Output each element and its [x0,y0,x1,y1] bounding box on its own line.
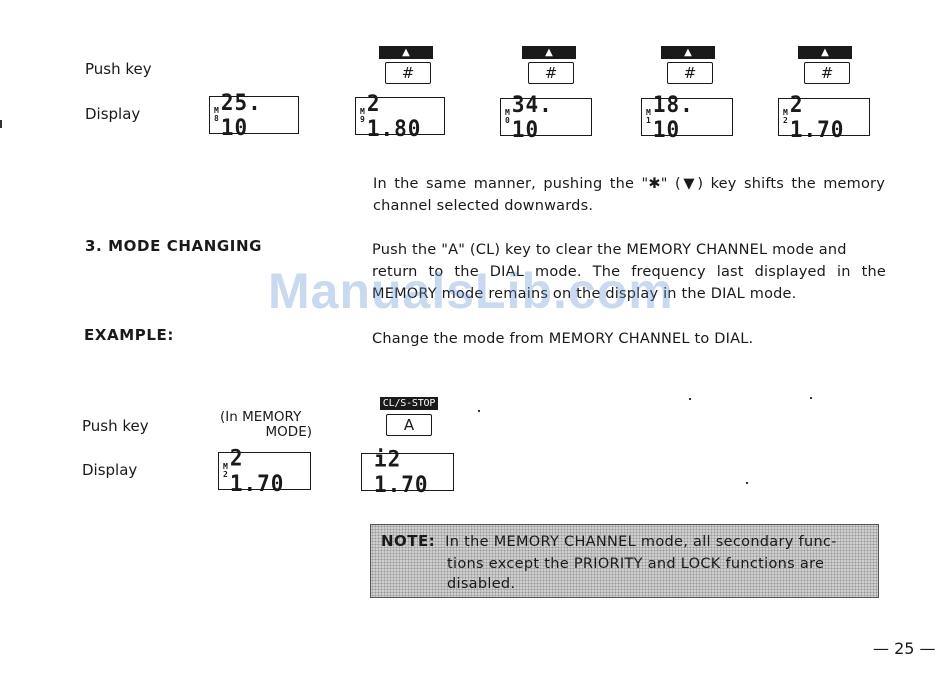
frequency-readout: i2 1.70 [374,446,429,498]
mode-note-line: MODE) [265,424,312,440]
channel-tag-top: M [214,106,219,115]
channel-tag-bottom: 2 [783,116,788,125]
mode-note: (In MEMORY MODE) [220,410,312,440]
paragraph-line: Push the "A" (CL) key to clear the MEMOR… [372,242,847,258]
hash-key: # [385,62,431,84]
channel-tag-top: M [505,108,510,117]
display-label: Display [82,461,138,479]
paragraph-line: MEMORY mode remains on the display in th… [372,286,797,302]
frequency-readout: 34. 10 [511,91,553,143]
scan-speck [746,482,748,484]
scan-speck [689,398,691,400]
channel-tag-bottom: 1 [646,116,651,125]
up-arrow-icon: ▲ [798,46,852,59]
scan-speck [810,397,812,399]
page-number: — 25 — [873,639,936,658]
cl-stop-tab: CL/S-STOP [380,397,438,410]
frequency-readout: 2 1.80 [366,90,422,142]
note-box: NOTE: In the MEMORY CHANNEL mode, all se… [370,524,879,598]
mode-changing-paragraph: Push the "A" (CL) key to clear the MEMOR… [372,239,886,305]
channel-tag-top: M [783,108,788,117]
channel-tag-top: M [223,462,228,471]
hash-key: # [804,62,850,84]
note-line: In the MEMORY CHANNEL mode, all secondar… [445,534,837,550]
frequency-readout: 25. 10 [220,89,262,141]
lcd-display: i2 1.70 [361,447,454,497]
push-key-label: Push key [85,60,152,78]
shift-paragraph: In the same manner, pushing the "✱" (▼) … [373,176,885,214]
mode-note-line: (In MEMORY [220,409,302,425]
channel-tag-bottom: 0 [505,116,510,125]
up-arrow-icon: ▲ [522,46,576,59]
example-heading: EXAMPLE: [84,326,174,344]
note-line: disabled. [447,576,516,592]
up-arrow-icon: ▲ [661,46,715,59]
frequency-readout: 2 1.70 [789,91,845,143]
section-heading: 3. MODE CHANGING [85,237,263,255]
a-key: A [386,414,432,436]
scan-speck [0,120,2,128]
up-arrow-icon: ▲ [379,46,433,59]
paragraph-line: return to the DIAL mode. The frequency l… [372,264,886,280]
frequency-readout: 2 1.70 [229,445,285,497]
channel-tag-bottom: 8 [214,114,219,123]
hash-key: # [528,62,574,84]
channel-tag-top: M [646,108,651,117]
frequency-readout: 18. 10 [652,91,694,143]
channel-tag-bottom: 2 [223,470,228,479]
channel-tag-bottom: 9 [360,115,365,124]
scan-speck [478,410,480,412]
push-key-label: Push key [82,417,149,435]
hash-key: # [667,62,713,84]
example-text: Change the mode from MEMORY CHANNEL to D… [372,331,754,347]
display-label: Display [85,105,141,123]
channel-tag-top: M [360,107,365,116]
note-line: tions except the PRIORITY and LOCK funct… [447,556,825,572]
note-label: NOTE: [381,532,436,550]
